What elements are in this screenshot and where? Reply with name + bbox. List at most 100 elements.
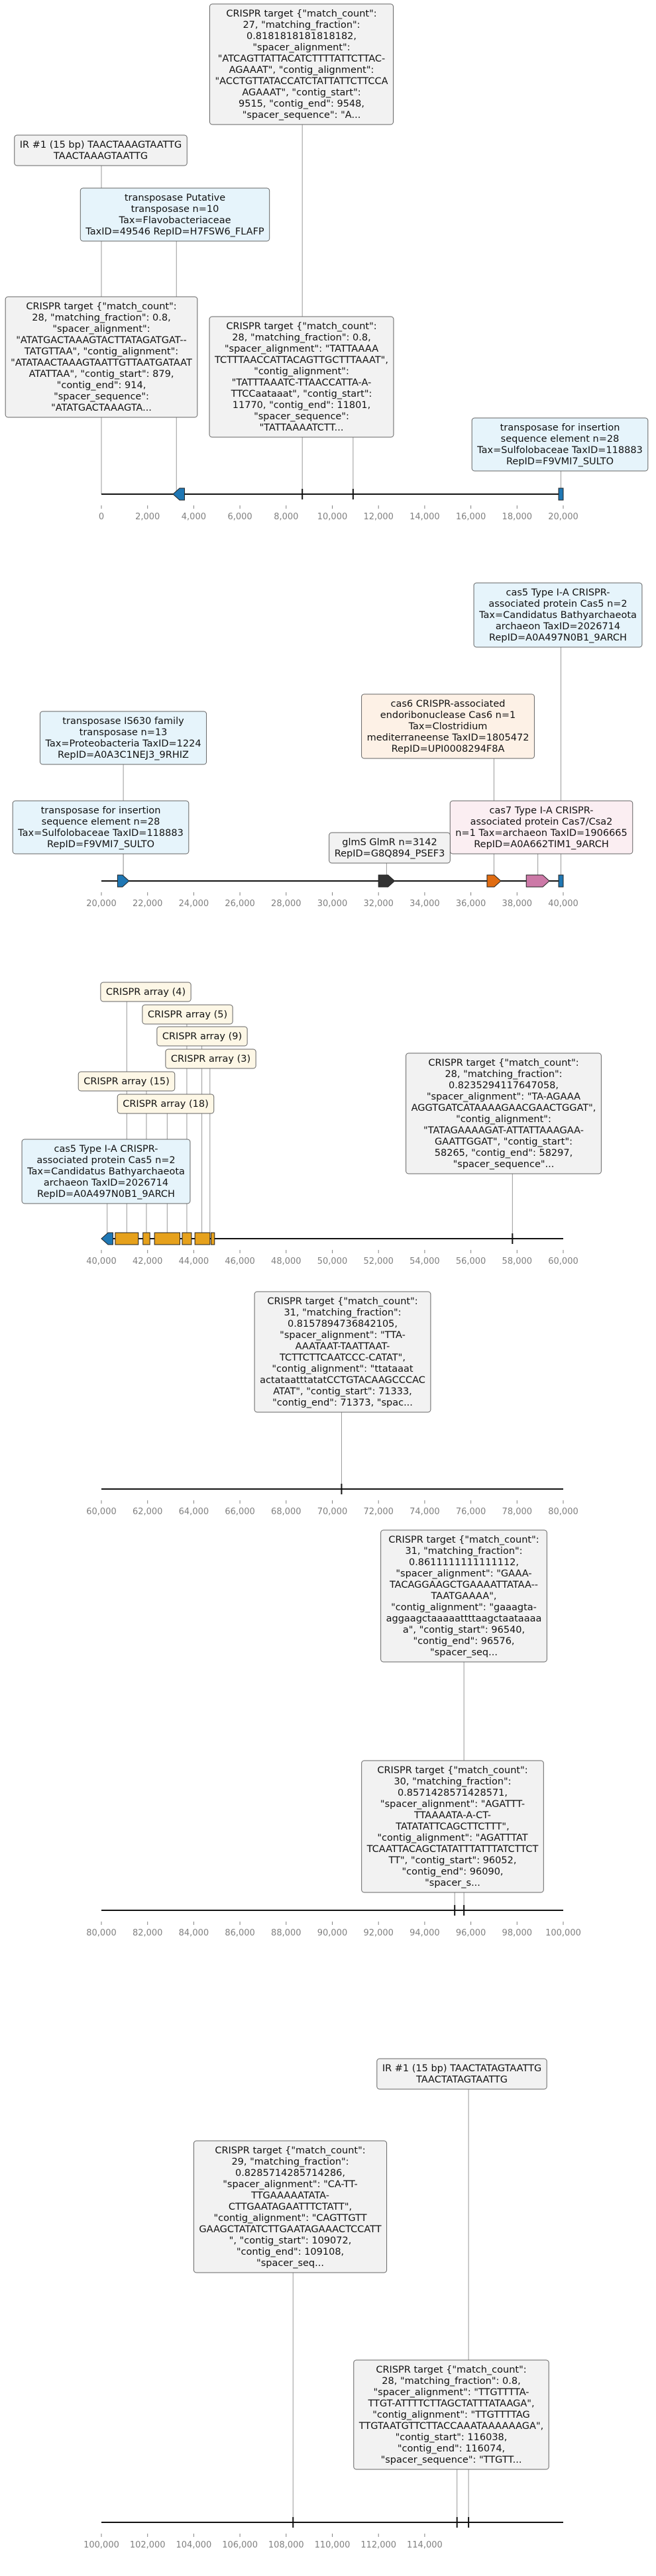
annotation-text: transposase n=10 [131,204,219,215]
annotation-text: 28, "matching_fraction": 0.8, [32,313,170,323]
annotation-text: Tax=Sulfolobaceae TaxID=118883 [476,445,643,456]
gene-feature [172,488,185,501]
annotation-box-frame [12,800,190,854]
tick-label: 36,000 [456,899,486,909]
annotation-box-frame [376,2058,547,2090]
annotation-text: archaeon TaxID=2026714 [44,1178,168,1188]
annotation-text: cas5 Type I-A CRISPR- [506,588,610,598]
tick-label: 44,000 [179,1257,209,1266]
tick-label: 100,000 [83,2540,119,2550]
annotation-text: "ACCTGTTATACCATCTATTATTCTTCCA [215,76,388,87]
tick-label: 30,000 [317,899,348,909]
annotation-text: cas7 Type I-A CRISPR- [489,805,593,816]
tick-label: 2,000 [135,512,160,522]
tick-label: 108,000 [268,2540,304,2550]
annotation-box-frame [353,2359,549,2470]
tick-label: 106,000 [222,2540,258,2550]
tick-label: 82,000 [133,1928,163,1938]
annotation-box-frame [209,3,394,125]
annotation-text: "contig_end": 71373, "spac... [272,1398,413,1408]
annotation-text: Tax=Candidatus Bathyarchaeota [478,610,637,621]
annotation-box: cas5 Type I-A CRISPR-associated protein … [21,1139,191,1204]
annotation-text: CRISPR target {"match_count": [26,301,176,312]
tick-label: 100,000 [545,1928,581,1938]
annotation-text: TTAAAATA-A-CT- [413,1810,491,1821]
annotation-text: 28, "matching_fraction": 0.8, [232,333,370,343]
tick-label: 60,000 [548,1257,578,1266]
gene-feature [525,874,550,888]
tick-label: 8,000 [274,512,298,522]
tick-label: 12,000 [363,512,394,522]
annotation-text: "contig_alignment": [456,1114,551,1125]
annotation-text: "contig_end": 116074, [398,2444,505,2454]
tick-label: 18,000 [502,512,533,522]
annotation-text: aggaagctaaaaattttaagctaataaaa [386,1614,542,1624]
annotation-text: TaxID=49546 RepID=H7FSW6_FLAFP [85,227,264,237]
annotation-text: CTTGAATAGAATTTCTATT", [229,2202,352,2212]
tick-label: 102,000 [130,2540,166,2550]
annotation-text: "contig_alignment": [254,366,349,377]
annotation-text: transposase for insertion [41,805,161,816]
tick-label: 14,000 [410,512,440,522]
tick-label: 10,000 [317,512,348,522]
annotation-box: CRISPR array (3) [165,1049,256,1069]
annotation-text: RepID=A0A662TIM1_9ARCH [474,839,609,850]
tick-label: 0 [99,512,104,522]
annotation-text: "spacer_sequence"... [453,1159,555,1170]
annotation-text: TCTTTAACCATTACAGTTGCTTTAAAT", [214,355,388,366]
tick-label: 68,000 [271,1507,301,1517]
annotation-text: RepID=A0A3C1NEJ3_9RHIZ [58,750,189,760]
annotation-box: CRISPR array (9) [156,1026,248,1047]
annotation-text: RepID=G8Q894_PSEF3 [335,849,445,859]
annotation-text: "spacer_alignment": [252,42,350,53]
annotation-text: CRISPR target {"match_count": [376,2365,526,2375]
annotation-text: TATGTTAA", "contig_alignment": [24,346,178,357]
annotation-text: "spacer_alignment": "TA-AGAAA [427,1092,580,1102]
annotation-text: sequence element n=28 [42,817,160,827]
annotation-text: CRISPR target {"match_count": [388,1535,539,1545]
annotation-text: "TATTAAAATCTT... [260,423,344,433]
tick-label: 62,000 [133,1507,163,1517]
tick-label: 84,000 [179,1928,209,1938]
annotation-text: RepID=F9VMI7_SULTO [506,456,614,467]
annotation-text: ATAT", "contig_start": 71333, [273,1386,412,1397]
gene-feature [115,1232,139,1245]
annotation-text: "ATCAGTTATTACATCTTTTATTCTTAC- [218,54,386,64]
annotation-text: "contig_alignment": "TTGTTTTAG [372,2410,530,2420]
tick-label: 98,000 [502,1928,533,1938]
annotation-text: AGAAAT", "contig_alignment": [229,65,374,76]
annotation-box-frame [361,694,535,759]
tick-label: 76,000 [456,1507,486,1517]
annotation-text: a", "contig_start": 96540, [403,1625,525,1635]
tick-label: 110,000 [315,2540,351,2550]
gene-feature [154,1232,180,1245]
annotation-text: 58265, "contig_end": 58297, [435,1148,573,1159]
annotation-box: CRISPR target {"match_count":28, "matchi… [209,316,394,438]
annotation-text: n=1 Tax=archaeon TaxID=1906665 [455,828,628,839]
tick-label: 104,000 [176,2540,212,2550]
annotation-box: CRISPR array (18) [117,1094,215,1114]
annotation-text: "contig_end": 96576, [413,1636,514,1647]
annotation-text: associated protein Cas7/Csa2 [470,817,613,827]
annotation-text: archaeon TaxID=2026714 [496,621,620,632]
annotation-text: "spacer_sequence": [54,391,149,402]
annotation-text: CRISPR array (3) [171,1054,250,1064]
annotation-box: CRISPR target {"match_count":31, "matchi… [380,1529,547,1663]
tick-label: 40,000 [86,1257,117,1266]
annotation-text: 31, "matching_fraction": [405,1546,522,1557]
tick-label: 94,000 [410,1928,440,1938]
annotation-text: AAATAAT-TAATTAAT- [296,1341,390,1352]
annotation-box-frame [193,2140,388,2273]
annotation-text: mediterraneense TaxID=1805472 [367,733,529,743]
annotation-text: Tax=Sulfolobaceae TaxID=118883 [17,828,184,839]
tick-label: 48,000 [271,1257,301,1266]
annotation-box-frame [21,1139,191,1204]
annotation-text: 0.8235294117647058, [449,1080,559,1091]
annotation-box-frame [117,1094,215,1114]
tick-label: 54,000 [410,1257,440,1266]
